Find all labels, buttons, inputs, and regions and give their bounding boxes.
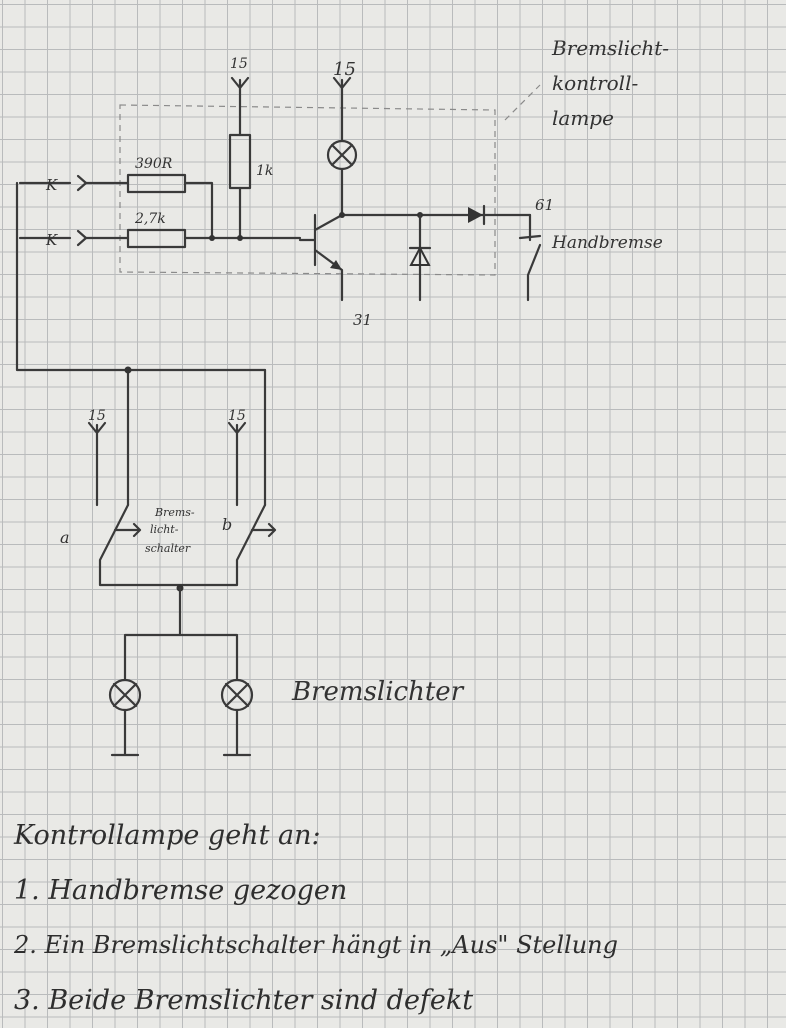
diode-horizontal-icon <box>468 204 486 226</box>
brake-switch-wiring <box>87 366 277 757</box>
supply-label: 15 <box>228 408 246 424</box>
switch-label: licht- <box>150 523 179 536</box>
handbrake-switch-icon <box>518 213 542 302</box>
switch-label: schalter <box>145 542 191 555</box>
notes-title: Kontrollampe geht an: <box>14 820 321 851</box>
junction <box>339 212 345 218</box>
terminal-label: K <box>45 176 58 194</box>
input-wiring <box>15 174 302 372</box>
brake-light-right-icon <box>220 678 254 712</box>
switch-label: Brems- <box>154 506 195 519</box>
resistor-label: 2,7k <box>134 211 166 227</box>
transistor <box>298 213 344 302</box>
supply-1k-wire <box>230 76 250 240</box>
resistor-label: 1k <box>256 163 273 179</box>
switch-label: a <box>60 528 70 547</box>
control-lamp-label: kontroll- <box>552 71 638 95</box>
ground-label: 31 <box>353 311 372 329</box>
supply-label: 15 <box>230 56 248 72</box>
resistor-2k7 <box>126 228 187 249</box>
supply-label: 15 <box>333 59 356 80</box>
control-lamp-icon <box>326 139 358 171</box>
control-lamp-label: lampe <box>552 106 614 130</box>
brake-light-left-icon <box>108 678 142 712</box>
module-boundary <box>119 104 496 276</box>
diode-vertical-icon <box>408 213 432 302</box>
switch-label: b <box>222 515 232 534</box>
supply-label: 15 <box>88 408 106 424</box>
label-pointer <box>504 84 541 121</box>
junction <box>237 235 243 241</box>
handbrake-label: Handbremse <box>551 233 663 253</box>
control-lamp-label: Bremslicht- <box>551 36 669 60</box>
notes: Kontrollampe geht an: 1. Handbremse gezo… <box>14 808 618 1028</box>
note-item: 3. Beide Bremslichter sind defekt <box>14 985 474 1016</box>
resistor-1k <box>228 133 252 190</box>
terminal-label: 61 <box>535 196 554 214</box>
junction <box>209 235 215 241</box>
resistor-label: 390R <box>135 156 173 172</box>
resistor-390r <box>126 173 187 194</box>
note-item: 2. Ein Bremslichtschalter hängt in „Aus"… <box>14 931 618 959</box>
note-item: 1. Handbremse gezogen <box>14 875 348 906</box>
brake-lights-label: Bremslichter <box>291 677 465 707</box>
lamp-wire <box>332 76 532 217</box>
terminal-label: K <box>45 231 58 249</box>
